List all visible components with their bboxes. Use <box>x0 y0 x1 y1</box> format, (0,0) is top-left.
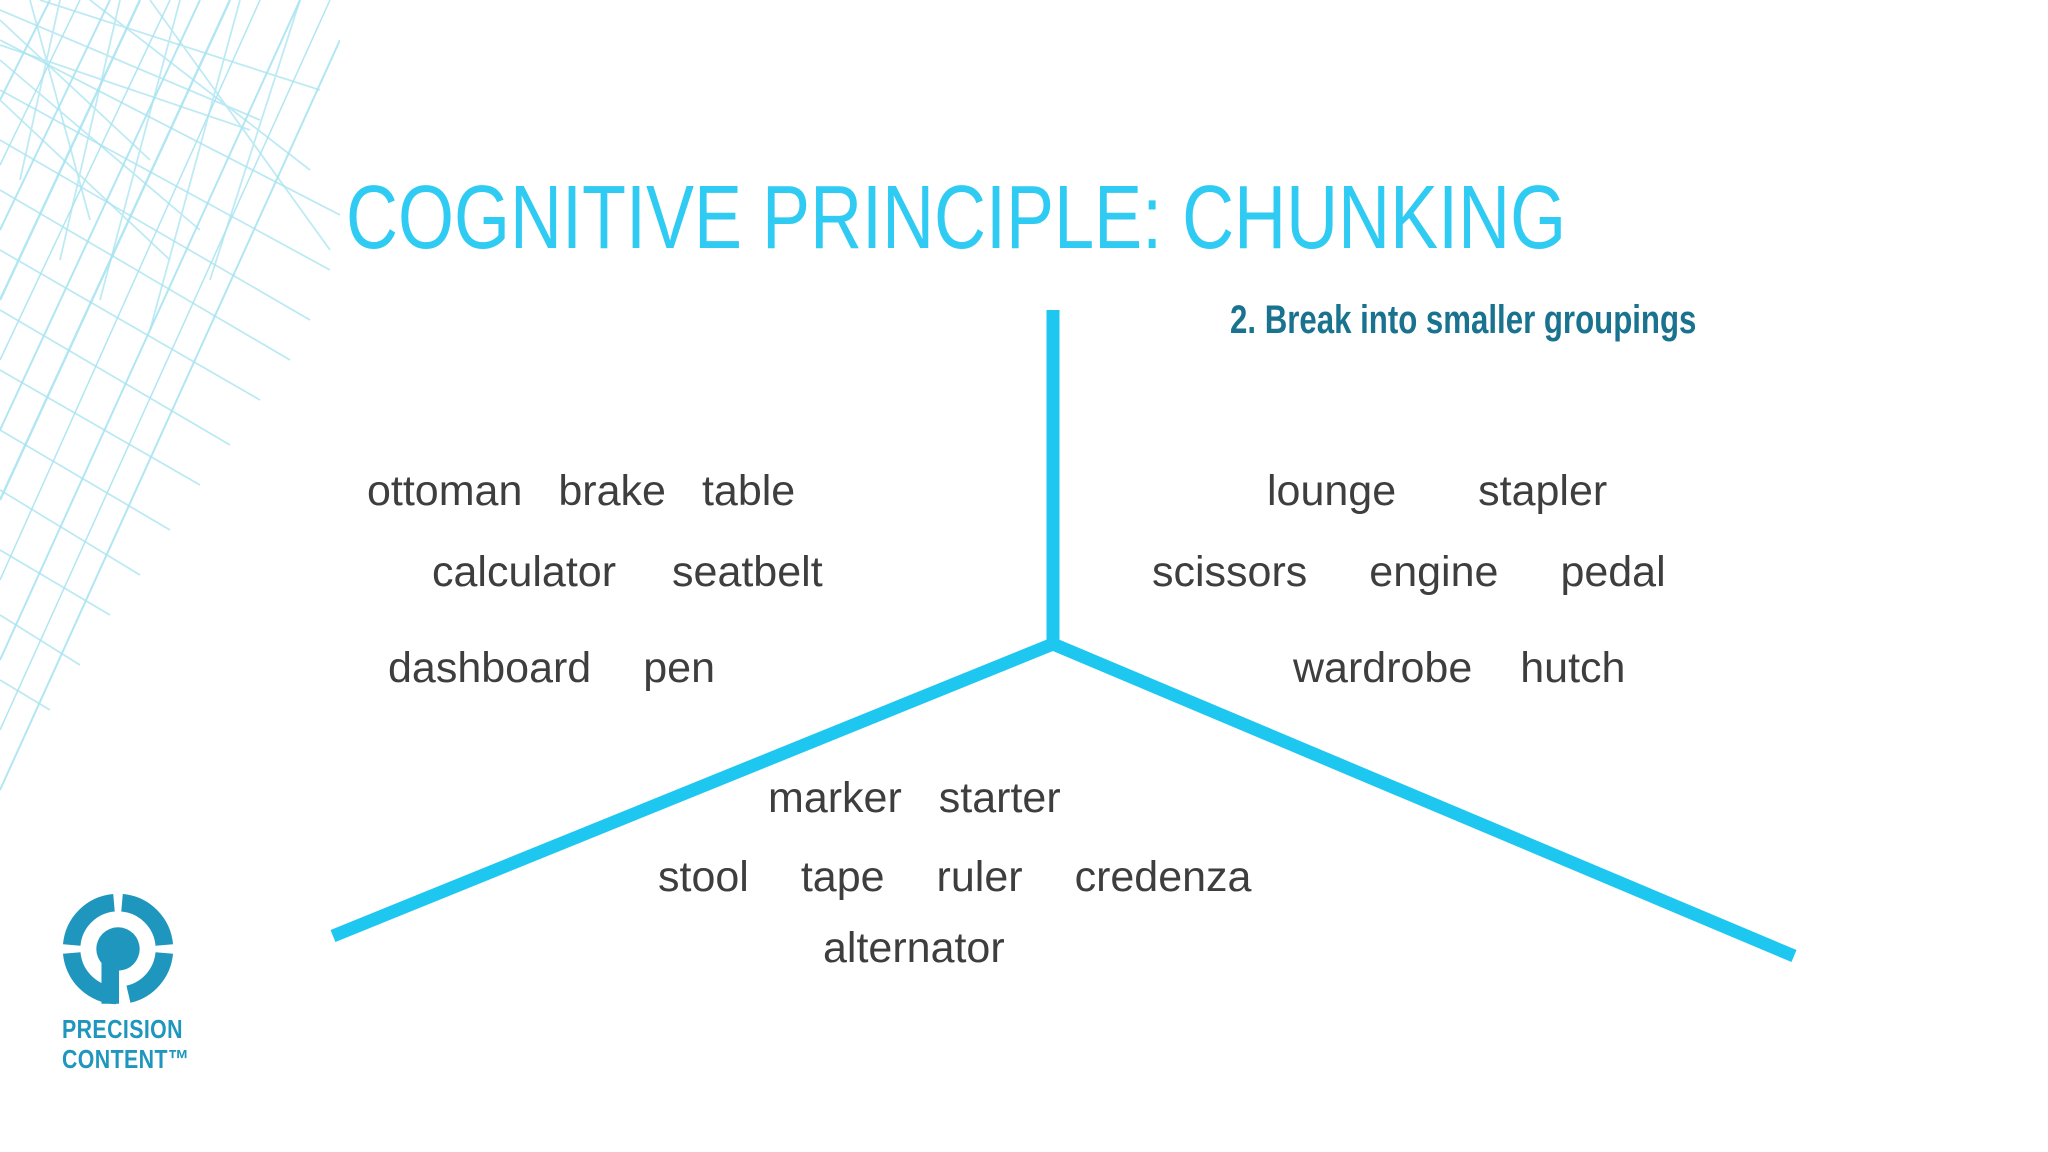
precision-content-logo-mark <box>62 893 174 1005</box>
word-row: scissors engine pedal <box>1152 543 1666 601</box>
annotation-text: 2. Break into smaller groupings <box>1230 298 1697 342</box>
word-seatbelt: seatbelt <box>672 548 823 596</box>
word-group-left: ottoman brake table calculator seatbelt dashb… <box>360 462 823 697</box>
word-dashboard: dashboard <box>388 644 592 692</box>
annotation-break-into-groupings: 2. Break into smaller groupings <box>1230 296 1828 344</box>
word-alternator: alternator <box>823 924 1005 972</box>
word-scissors: scissors <box>1152 548 1308 596</box>
word-credenza: credenza <box>1074 853 1252 901</box>
word-row: marker starter <box>768 769 1251 827</box>
logo-wordmark-line2: CONTENT™ <box>62 1044 190 1074</box>
word-group-bottom: marker starter stool tape ruler credenza alter… <box>650 769 1251 977</box>
word-row: calculator seatbelt <box>432 543 823 601</box>
word-table: table <box>701 467 796 515</box>
word-marker: marker <box>768 774 902 822</box>
word-group-right: lounge stapler scissors engine pedal wardrobe… <box>1150 462 1666 697</box>
word-starter: starter <box>938 774 1061 822</box>
logo-p-stem <box>101 949 120 1004</box>
word-pedal: pedal <box>1560 548 1666 596</box>
logo-wordmark: PRECISION CONTENT™ <box>62 1014 190 1074</box>
word-row: stool tape ruler credenza <box>658 848 1251 906</box>
word-row: alternator <box>823 919 1251 977</box>
word-brake: brake <box>558 467 666 515</box>
word-hutch: hutch <box>1520 644 1626 692</box>
word-pen: pen <box>643 644 715 692</box>
word-row: ottoman brake table <box>367 462 823 520</box>
word-ruler: ruler <box>936 853 1023 901</box>
slide-title: COGNITIVE PRINCIPLE: CHUNKING <box>346 164 1871 272</box>
logo-wordmark-line1: PRECISION <box>62 1014 183 1044</box>
word-tape: tape <box>800 853 885 901</box>
word-row: dashboard pen <box>388 639 823 697</box>
word-stool: stool <box>658 853 749 901</box>
word-engine: engine <box>1369 548 1499 596</box>
word-wardrobe: wardrobe <box>1293 644 1473 692</box>
word-row: wardrobe hutch <box>1293 639 1666 697</box>
word-calculator: calculator <box>432 548 617 596</box>
word-row: lounge stapler <box>1267 462 1666 520</box>
word-stapler: stapler <box>1478 467 1608 515</box>
wireframe-decoration <box>0 0 340 791</box>
slide-title-text: COGNITIVE PRINCIPLE: CHUNKING <box>346 168 1567 268</box>
word-lounge: lounge <box>1267 467 1397 515</box>
precision-content-logo: PRECISION CONTENT™ <box>55 886 195 1074</box>
word-ottoman: ottoman <box>367 467 523 515</box>
